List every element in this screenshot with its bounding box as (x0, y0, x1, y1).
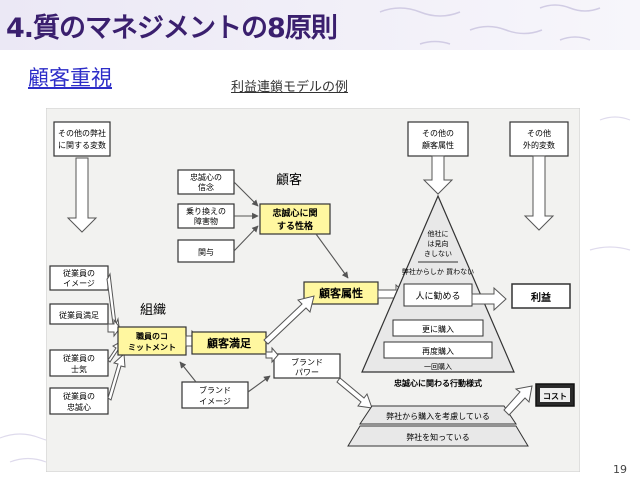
diagram-caption: 利益連鎖モデルの例 (231, 80, 349, 95)
other-company-vars-line2: に関する変数 (58, 140, 106, 150)
brand-image-box: ブランド イメージ (181, 381, 249, 409)
involvement-box: 関与 (177, 239, 235, 263)
employee-satisfaction-label: 従業員満足 (59, 310, 99, 320)
profit-chain-diagram: その他の弊社 に関する変数 従業員の イメージ 従業員満足 従業員の 士気 従業… (46, 108, 580, 472)
profit-label: 利益 (531, 291, 551, 304)
involvement-label: 関与 (198, 248, 214, 257)
pyramid-tier-1: 弊社からしか 買わない (402, 267, 474, 276)
pyramid-tier-5: 一回購入 (424, 362, 452, 371)
brand-to-base-arrow (336, 377, 373, 409)
pyramid-base: 弊社から購入を考慮している 弊社を知っている (347, 405, 529, 447)
pyramid-top-line1: 他社に (428, 229, 449, 238)
employee-loyalty-line1: 従業員の (63, 391, 95, 401)
section-subtitle-link[interactable]: 顧客重視 (28, 66, 112, 90)
customer-attribute-label: 顧客属性 (319, 286, 363, 300)
switching-barrier-box: 乗り換えの 障害物 (177, 203, 235, 229)
switching-barrier-line2: 障害物 (194, 216, 218, 226)
employee-morale-line2: 士気 (71, 364, 87, 374)
loyalty-belief-line1: 忠誠心の (190, 172, 222, 182)
employee-image-line2: イメージ (63, 279, 95, 288)
other-customer-attr-line2: 顧客属性 (422, 140, 454, 150)
customer-label: 顧客 (276, 172, 302, 188)
brand-power-line1: ブランド (291, 357, 323, 367)
employee-satisfaction-box: 従業員満足 (49, 303, 109, 325)
employee-morale-line1: 従業員の (63, 353, 95, 363)
organization-label: 組織 (140, 303, 166, 318)
other-customer-attributes-box: その他の 顧客属性 (407, 121, 469, 157)
pyramid-tier-2: 人に勧める (415, 290, 460, 302)
loyalty-nature-line1: 忠誠心に関 (272, 207, 317, 219)
pyramid-top-line3: きしない (424, 250, 452, 258)
cost-label: コスト (543, 392, 567, 401)
employee-morale-box: 従業員の 士気 (49, 349, 109, 377)
customer-satisfaction-box: 顧客満足 (191, 331, 267, 355)
page-number: 19 (613, 463, 627, 476)
switching-barrier-line1: 乗り換えの (186, 206, 226, 216)
base-tier-2: 弊社を知っている (406, 432, 470, 442)
customer-attribute-box: 顧客属性 (303, 281, 379, 305)
employee-image-box: 従業員の イメージ (49, 265, 109, 291)
brand-power-line2: パワー (295, 368, 319, 377)
loyalty-belief-box: 忠誠心の 信念 (177, 169, 235, 195)
customer-satisfaction-label: 顧客満足 (207, 336, 252, 350)
pyramid-tier-3: 更に購入 (422, 324, 454, 334)
loyalty-pyramid: 他社に は見向 きしない 弊社からしか 買わない 人に勧める 更に購入 再度購入… (361, 194, 515, 373)
brand-image-line2: イメージ (199, 397, 231, 406)
staff-commitment-box: 職員のコ ミットメント (117, 326, 187, 356)
employee-loyalty-box: 従業員の 忠誠心 (49, 387, 109, 415)
brand-image-line1: ブランド (199, 385, 231, 395)
employee-image-line1: 従業員の (63, 268, 95, 278)
base-tier-1: 弊社から購入を考慮している (386, 411, 490, 421)
commitment-line1: 職員のコ (136, 331, 168, 341)
other-company-vars-line1: その他の弊社 (58, 128, 106, 138)
other-company-variables-box: その他の弊社 に関する変数 (53, 121, 111, 157)
slide-title: 4.質のマネジメントの8原則 (6, 13, 338, 44)
other-external-vars-line1: その他 (527, 128, 551, 138)
loyalty-nature-box: 忠誠心に関 する性格 (259, 203, 331, 235)
commitment-line2: ミットメント (128, 343, 176, 352)
cost-box: コスト (535, 383, 575, 407)
loyalty-input-arrows (233, 181, 259, 252)
pyramid-base-label: 忠誠心に関わる行動様式 (394, 378, 482, 388)
pyramid-top-line2: は見向 (428, 239, 449, 248)
loyalty-nature-line2: する性格 (277, 220, 314, 232)
diagonal-arrow-icon (263, 295, 315, 345)
brand-power-box: ブランド パワー (273, 353, 341, 379)
brand-feedback-arrows (179, 361, 271, 393)
other-customer-attr-line1: その他の (422, 128, 454, 138)
other-external-variables-box: その他 外的変数 (509, 121, 569, 157)
employee-loyalty-line2: 忠誠心 (67, 402, 91, 412)
profit-box: 利益 (511, 283, 571, 309)
down-arrow-icon (66, 157, 98, 233)
pyramid-tier-4: 再度購入 (422, 346, 454, 356)
loyalty-belief-line2: 信念 (198, 182, 214, 192)
other-external-vars-line2: 外的変数 (523, 140, 555, 150)
